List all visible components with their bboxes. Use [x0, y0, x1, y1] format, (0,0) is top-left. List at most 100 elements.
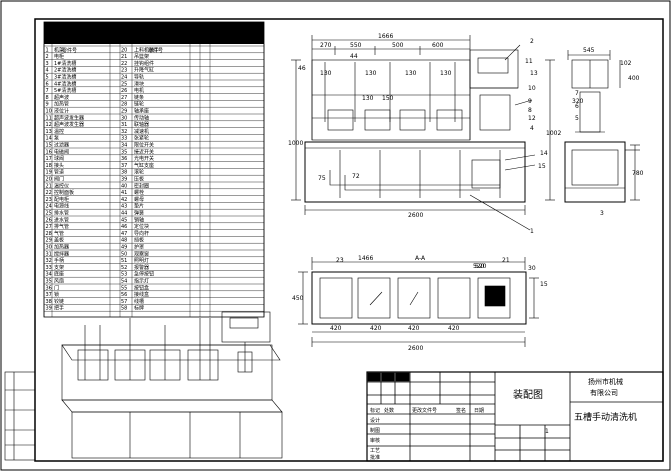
front-view-dimension: 130 [365, 70, 377, 77]
parts-table-left-number: 24 [46, 204, 52, 210]
part-callout-number: 14 [540, 150, 548, 157]
parts-table-left-name: 风扇 [54, 278, 64, 285]
isometric-view [61, 311, 283, 459]
parts-table-left-name: 3#清洗槽 [54, 74, 76, 81]
part-callout-number: 13 [530, 70, 538, 77]
front-view-dimension: 1000 [288, 140, 303, 147]
parts-table-right-name: 气缸支座 [134, 162, 154, 169]
plan-view-dimension: 21 [502, 257, 510, 264]
parts-table-left-number: 3 [46, 61, 49, 67]
parts-table-left-name: 排气管 [54, 223, 69, 230]
part-callout-number: 4 [530, 125, 534, 132]
parts-table-right-name: 护罩 [134, 244, 144, 251]
parts-table-left-number: 32 [46, 258, 52, 264]
plan-view-dimension: 420 [330, 325, 342, 332]
part-callout-number: 9 [528, 98, 532, 105]
parts-table-right-number: 37 [121, 163, 127, 169]
parts-table-left-name: 把手 [54, 305, 64, 312]
parts-table-left-name: 5#清洗槽 [54, 87, 76, 94]
parts-table-right-number: 54 [121, 279, 127, 285]
parts-table-right-header: 零件号 [148, 47, 163, 54]
parts-table-left-number: 37 [46, 292, 52, 298]
parts-table-left-number: 39 [46, 306, 52, 312]
parts-table-right-name: 螺母 [134, 196, 144, 203]
title-header-4: 签名 [456, 407, 466, 414]
parts-table-right-number: 47 [121, 231, 127, 237]
parts-table-right-name: 电机 [134, 87, 144, 94]
parts-table-left-number: 17 [46, 156, 52, 162]
plan-view-dimension: 23 [336, 257, 344, 264]
parts-table-right-number: 50 [121, 251, 127, 257]
parts-table-right-name: 垫片 [134, 203, 144, 210]
plan-view-dimension: 30 [528, 265, 536, 272]
front-view-dimension: 75 [318, 175, 326, 182]
parts-table-right-number: 41 [121, 190, 127, 196]
parts-table-left-name: 气管 [54, 230, 64, 237]
front-view-dimension: 46 [298, 65, 306, 72]
parts-table-left-name: 液位计 [54, 108, 69, 115]
parts-table-left-name: 温控 [54, 128, 64, 135]
parts-table-right-name: 导向杆 [134, 230, 149, 237]
parts-table-right-name: 销轴 [134, 216, 144, 223]
parts-table-right-name: 报警器 [134, 264, 149, 271]
parts-table-left-name: 手柄 [54, 257, 64, 264]
parts-table-right-name: 滚轮 [134, 169, 144, 176]
part-callout-number: 6 [575, 103, 579, 110]
parts-table-left-number: 5 [46, 75, 49, 81]
parts-table-right-number: 27 [121, 95, 127, 101]
parts-table-right-number: 31 [121, 122, 127, 128]
parts-table-left-number: 38 [46, 299, 52, 305]
parts-table-right-number: 57 [121, 299, 127, 305]
parts-table-right-name: 滑块 [134, 80, 144, 87]
parts-table-right-name: 传动轴 [134, 114, 149, 121]
parts-table-right-number: 26 [121, 88, 127, 94]
parts-table-left-name: 铰链 [54, 298, 64, 305]
front-view-dimension: 130 [405, 70, 417, 77]
parts-table-right-name: 螺栓 [134, 189, 144, 196]
parts-table-left-number: 18 [46, 163, 52, 169]
front-view-dimension: 130 [320, 70, 332, 77]
inner-border [34, 18, 664, 462]
parts-table-right-number: 30 [121, 115, 127, 121]
title-side-label-5: 批准 [370, 454, 380, 461]
parts-table-left-header: 零件号 [62, 47, 77, 54]
parts-table-left-name: 超声波 [54, 94, 69, 101]
parts-table-left-number: 11 [46, 115, 52, 121]
parts-table-left-name: 球阀 [54, 155, 64, 162]
parts-table-left-number: 21 [46, 183, 52, 189]
parts-table-right-number: 39 [121, 177, 127, 183]
parts-table-right-name: 弹簧 [134, 210, 144, 217]
parts-table-left-number: 8 [46, 95, 49, 101]
parts-table-left-number: 34 [46, 272, 52, 278]
parts-table-left-number: 2 [46, 54, 49, 60]
parts-table-left-name: 支架 [54, 264, 64, 271]
side-view [545, 50, 640, 203]
parts-table-left-number: 26 [46, 217, 52, 223]
part-callout-number: 15 [538, 163, 546, 170]
parts-table-right-name: 轴承座 [134, 108, 149, 115]
parts-table-left-name: 加热管 [54, 101, 69, 108]
parts-table-left-number: 30 [46, 245, 52, 251]
parts-table-right-number: 38 [121, 170, 127, 176]
parts-table-left-name: 超声波发生器 [54, 114, 84, 121]
front-view-dimension: 1666 [378, 33, 393, 40]
parts-table-right-number: 22 [121, 61, 127, 67]
title-side-label-3: 审核 [370, 437, 380, 444]
parts-table-right-number: 33 [121, 136, 127, 142]
front-view-dimension: 2600 [408, 212, 423, 219]
parts-table-left-name: 锁 [54, 291, 59, 298]
title-header-2: 处数 [384, 407, 394, 414]
parts-table-right-name: 照明灯 [134, 257, 149, 264]
parts-table-left-name: 盖板 [54, 237, 64, 244]
parts-table-right-number: 20 [121, 47, 127, 53]
plan-view-dimension: 15 [540, 281, 548, 288]
parts-table-right-name: 导轨 [134, 74, 144, 81]
front-view-dimension: 72 [352, 173, 360, 180]
parts-table-left-number: 14 [46, 136, 52, 142]
plan-view-dimension: 420 [370, 325, 382, 332]
parts-table-right-name: 标牌 [134, 305, 144, 312]
parts-table-right-number: 35 [121, 149, 127, 155]
